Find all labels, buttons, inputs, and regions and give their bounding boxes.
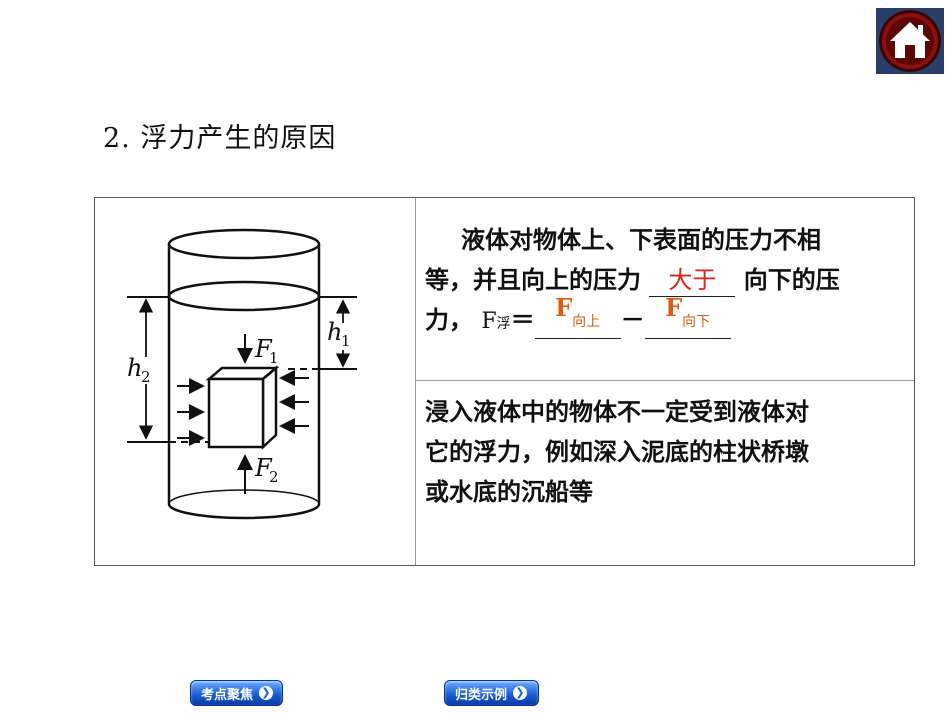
answer-up-sub: 向上: [572, 314, 601, 330]
h2-sub: 2: [141, 368, 151, 386]
cause-line-2-post: 向下的压: [735, 266, 840, 294]
column-divider: [415, 198, 416, 565]
chevron-right-icon: ❯: [513, 686, 528, 700]
key-points-button[interactable]: 考点聚焦 ❯: [190, 680, 283, 706]
examples-button[interactable]: 归类示例 ❯: [444, 680, 539, 706]
exception-note: 浸入液体中的物体不一定受到液体对 它的浮力，例如深入泥底的柱状桥墩 或水底的沉船…: [425, 392, 905, 512]
row-divider: [415, 380, 914, 381]
formula-prefix: 力，: [425, 306, 473, 334]
formula-f-sub: 浮: [496, 316, 511, 332]
answer-blank-down: F向下: [644, 293, 731, 339]
cause-description: 液体对物体上、下表面的压力不相 等，并且向上的压力 大于 向下的压 力， F浮＝…: [425, 220, 905, 340]
f2-label: F: [254, 454, 273, 482]
formula-f: F: [481, 309, 497, 334]
formula-equals: ＝: [510, 306, 535, 334]
chevron-right-icon: ❯: [259, 686, 274, 700]
section-heading: 2. 浮力产生的原因: [103, 123, 337, 154]
key-points-label: 考点聚焦: [201, 687, 254, 703]
cause-line-1: 液体对物体上、下表面的压力不相: [461, 226, 821, 254]
formula-minus: －: [620, 306, 645, 334]
h1-sub: 1: [341, 332, 351, 350]
home-icon: [876, 8, 944, 74]
answer-f-up: F: [555, 293, 573, 322]
cause-line-2-pre: 等，并且向上的压力: [425, 266, 650, 294]
content-table: h 2 h 1 F 1 F 2 液体对物体上、下表面的压力不相 等，并且向上的压…: [94, 197, 915, 566]
home-button[interactable]: [876, 8, 944, 74]
cause-line-2: 等，并且向上的压力 大于 向下的压: [425, 260, 905, 300]
answer-blank-up: F向上: [534, 293, 621, 339]
answer-down-sub: 向下: [682, 314, 711, 330]
f1-sub: 1: [269, 349, 279, 367]
note-line-1: 浸入液体中的物体不一定受到液体对: [425, 398, 809, 426]
formula-line: 力， F浮＝F向上－F向下: [425, 293, 905, 340]
f1-label: F: [254, 335, 273, 363]
h2-label: h: [127, 354, 142, 382]
examples-label: 归类示例: [455, 687, 508, 703]
buoyancy-diagram: h 2 h 1 F 1 F 2: [127, 228, 357, 520]
f2-sub: 2: [269, 468, 279, 486]
answer-f-down: F: [665, 293, 683, 322]
answer-blank-greater: 大于: [649, 264, 736, 297]
h1-label: h: [327, 318, 342, 346]
note-line-2: 它的浮力，例如深入泥底的柱状桥墩: [425, 438, 809, 466]
note-line-3: 或水底的沉船等: [425, 478, 593, 506]
